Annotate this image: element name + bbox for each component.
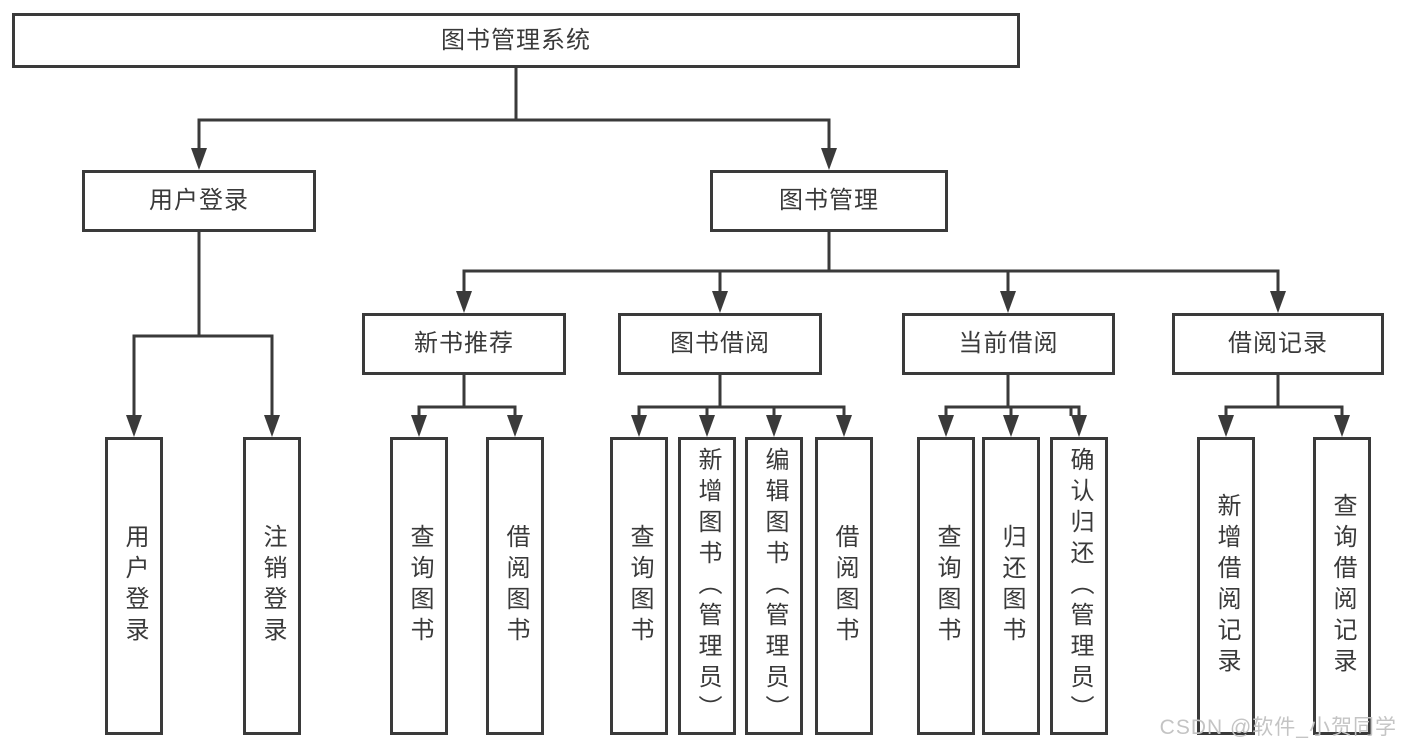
node-label: 用户登录 bbox=[149, 187, 249, 214]
leaf-borrow-books: 借阅图书 bbox=[815, 437, 873, 735]
node-label: 注销登录 bbox=[259, 524, 286, 648]
node-label: 编辑图书（管理员） bbox=[761, 446, 788, 726]
csdn-watermark: CSDN @软件_小贺同学 bbox=[1159, 716, 1397, 739]
node-borrowing-records: 借阅记录 bbox=[1172, 313, 1384, 375]
connector-borrow-records-to-leaves bbox=[1069, 375, 1350, 437]
node-book-borrowing: 图书借阅 bbox=[618, 313, 822, 375]
connector-new-book-to-leaves bbox=[411, 375, 523, 437]
connector-root-to-level2 bbox=[191, 68, 837, 170]
node-book-management: 图书管理 bbox=[710, 170, 948, 232]
leaf-logout: 注销登录 bbox=[243, 437, 301, 735]
node-label: 新增图书（管理员） bbox=[694, 446, 721, 726]
node-new-book-recommendation: 新书推荐 bbox=[362, 313, 566, 375]
leaf-edit-books-admin: 编辑图书（管理员） bbox=[745, 437, 803, 735]
node-label: 查询图书 bbox=[933, 524, 960, 648]
node-library-management-system: 图书管理系统 bbox=[12, 13, 1020, 68]
leaf-return-books: 归还图书 bbox=[982, 437, 1040, 735]
node-label: 查询借阅记录 bbox=[1329, 493, 1356, 679]
node-label: 借阅记录 bbox=[1228, 330, 1328, 357]
node-label: 当前借阅 bbox=[958, 330, 1059, 357]
connector-user-login-to-leaves bbox=[126, 232, 280, 437]
node-label: 归还图书 bbox=[998, 524, 1025, 648]
connector-book-borrow-to-leaves bbox=[631, 375, 852, 437]
node-label: 确认归还（管理员） bbox=[1066, 446, 1093, 726]
leaf-query-borrow-record: 查询借阅记录 bbox=[1313, 437, 1371, 735]
node-label: 用户登录 bbox=[121, 524, 148, 648]
leaf-user-login: 用户登录 bbox=[105, 437, 163, 735]
leaf-add-books-admin: 新增图书（管理员） bbox=[678, 437, 736, 735]
connector-book-management-to-level3 bbox=[456, 232, 1286, 313]
node-label: 借阅图书 bbox=[502, 524, 529, 648]
leaf-confirm-return-admin: 确认归还（管理员） bbox=[1050, 437, 1108, 735]
leaf-query-books-recommend: 查询图书 bbox=[390, 437, 448, 735]
node-user-login: 用户登录 bbox=[82, 170, 316, 232]
leaf-borrow-books-recommend: 借阅图书 bbox=[486, 437, 544, 735]
leaf-query-books-borrow: 查询图书 bbox=[610, 437, 668, 735]
node-label: 借阅图书 bbox=[831, 524, 858, 648]
leaf-query-books-current: 查询图书 bbox=[917, 437, 975, 735]
node-label: 新增借阅记录 bbox=[1213, 493, 1240, 679]
node-label: 新书推荐 bbox=[414, 330, 514, 357]
node-label: 图书借阅 bbox=[670, 330, 770, 357]
node-label: 查询图书 bbox=[406, 524, 433, 648]
node-label: 图书管理系统 bbox=[441, 26, 591, 54]
connector-current-borrow-to-leaves bbox=[938, 375, 1081, 437]
node-current-borrowing: 当前借阅 bbox=[902, 313, 1115, 375]
leaf-add-borrow-record: 新增借阅记录 bbox=[1197, 437, 1255, 735]
node-label: 查询图书 bbox=[626, 524, 653, 648]
node-label: 图书管理 bbox=[779, 187, 879, 214]
